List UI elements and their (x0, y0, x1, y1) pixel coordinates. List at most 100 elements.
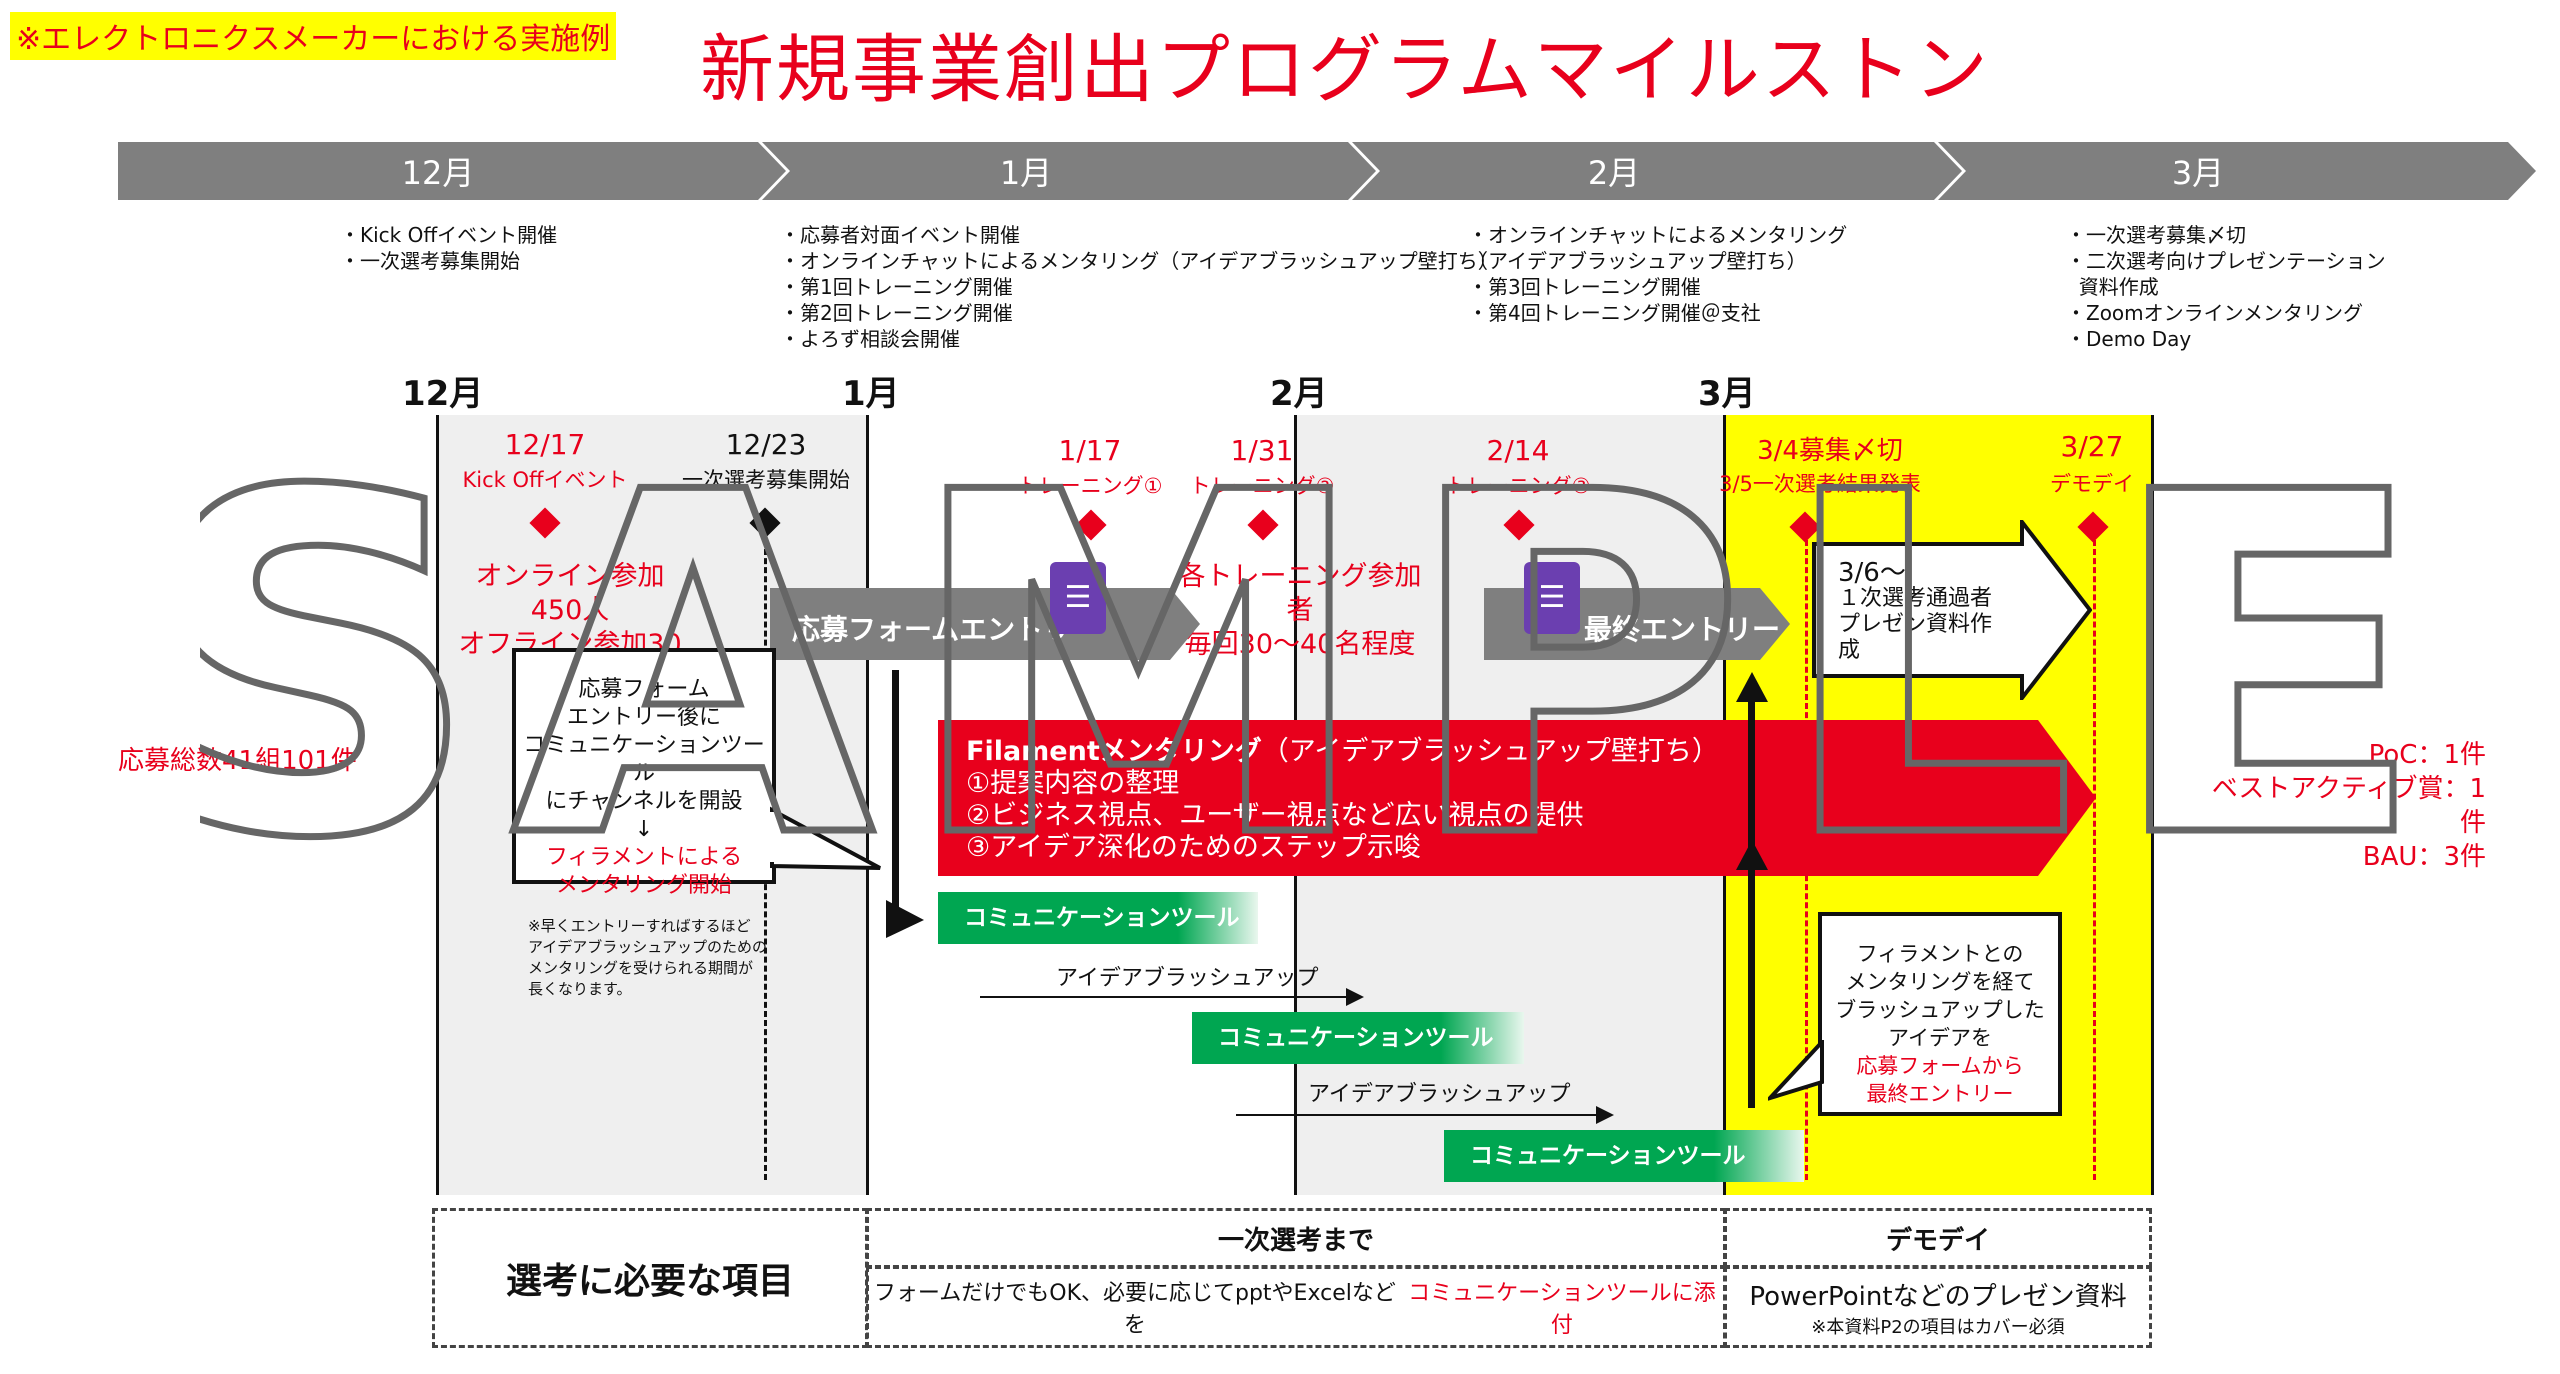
mentoring-subtitle: （アイデアブラッシュアップ壁打ち） (1261, 736, 1719, 767)
up-arrow-shaft (1748, 868, 1755, 1108)
callout-line: フィラメントとの (1856, 942, 2024, 966)
online-count: オンライン参加450人 (475, 561, 665, 626)
comm-tool-bar: コミュニケーションツール (1444, 1130, 1804, 1182)
table-right-header: デモデイ (1724, 1208, 2152, 1268)
month-desc-jan: ・応募者対面イベント開催 ・オンラインチャットによるメンタリング（アイデアブラッ… (780, 223, 1498, 351)
mentoring-item: ②ビジネス視点、ユーザー視点など広い視点の提供 (966, 800, 1584, 831)
event-0131-date: 1/31 (1230, 434, 1294, 467)
month-chevron-feb: 2月 (1587, 154, 1641, 192)
black-arrow-shaft (892, 670, 899, 910)
mentoring-item: ③アイデア深化のためのステップ示唆 (966, 832, 1421, 863)
mentoring-title: Filamentメンタリング (966, 736, 1262, 767)
timeline-header-jan: 1月 (842, 374, 900, 414)
training-attendees-count: 毎回30～40名程度 (1184, 629, 1416, 660)
post-selection-line: 成 (1838, 638, 1861, 663)
awards-list: PoC：1件 ベストアクティブ賞：1件 BAU：3件 (2196, 738, 2486, 874)
example-note: ※エレクトロニクスメーカーにおける実施例 (10, 12, 617, 60)
month-chevron-mar: 3月 (2171, 154, 2225, 192)
table-mid-body: フォームだけでもOK、必要に応じてpptやExcelなどをコミュニケーションツー… (866, 1266, 1726, 1348)
early-entry-note: ※早くエントリーすればするほど アイデアブラッシュアップのための メンタリングを… (528, 917, 767, 998)
form-document-icon: ☰ (1050, 562, 1106, 634)
callout-line: 最終エントリー (1866, 1082, 2014, 1106)
callout-arrow-glyph: ↓ (634, 817, 654, 842)
entry-callout: 応募フォーム エントリー後に コミュニケーションツール にチャンネルを開設 ↓ … (512, 648, 776, 898)
table-left-title: 選考に必要な項目 (432, 1208, 868, 1348)
table-mid-header: 一次選考まで (866, 1208, 1726, 1268)
page-title: 新規事業創出プログラムマイルストン (700, 27, 1990, 113)
entry-form-label: 応募フォームエントリー (792, 613, 1100, 646)
event-0304-label: 3/5一次選考結果発表 (1719, 472, 1921, 496)
table-mid-text-red: コミュニケーションツールに添付 (1408, 1281, 1716, 1338)
post-selection-text: 3/6～ １次選考通過者 プレゼン資料作 成 (1838, 560, 1992, 664)
month-desc-feb: ・オンラインチャットによるメンタリング （アイデアブラッシュアップ壁打ち） ・第… (1468, 223, 1848, 325)
callout-line: にチャンネルを開設 (545, 789, 743, 814)
event-0304-date: 3/4募集〆切 (1757, 436, 1903, 466)
month-divider (2151, 415, 2154, 1195)
callout-line: メンタリング開始 (555, 873, 732, 898)
timeline-header-mar: 3月 (1698, 374, 1756, 414)
idea-brushup-label: アイデアブラッシュアップ (1308, 1082, 1571, 1107)
callout-line: ブラッシュアップした (1835, 998, 2045, 1022)
callout-line: メンタリングを経て (1845, 970, 2035, 994)
callout-line: 応募フォーム (578, 677, 710, 702)
event-0214-date: 2/14 (1486, 434, 1550, 467)
mentoring-text: Filamentメンタリング（アイデアブラッシュアップ壁打ち） ①提案内容の整理… (966, 736, 1719, 864)
mentoring-item: ①提案内容の整理 (966, 768, 1180, 799)
final-entry-label: 最終エントリー (1584, 613, 1781, 646)
event-1217-date: 12/17 (504, 428, 586, 461)
post-selection-line: １次選考通過者 (1838, 586, 1993, 611)
up-arrow-head (1736, 840, 1768, 870)
up-arrow-head (1736, 672, 1768, 702)
callout-line: コミュニケーションツール (523, 733, 765, 786)
training-attendees-label: 各トレーニング参加者 (1178, 561, 1422, 626)
idea-arrow-head (1596, 1106, 1614, 1124)
event-0117-date: 1/17 (1058, 434, 1122, 467)
event-0327-date: 3/27 (2060, 430, 2124, 463)
month-chevron-bar (118, 142, 2536, 200)
timeline-header-dec: 12月 (402, 374, 484, 414)
post-selection-arrow (1812, 520, 2092, 700)
black-arrow-head (886, 900, 924, 938)
idea-arrow-head (1346, 988, 1364, 1006)
table-right-note: ※本資料P2の項目はカバー必須 (1811, 1316, 2065, 1338)
comm-tool-bar: コミュニケーションツール (1192, 1012, 1524, 1064)
idea-arrow-line (980, 996, 1350, 998)
callout-line: アイデアを (1888, 1026, 1992, 1050)
event-1223-label: 一次選考募集開始 (682, 468, 850, 492)
month-chevron-jan: 1月 (999, 154, 1053, 192)
post-selection-date: 3/6～ (1838, 558, 1906, 588)
callout-tail (770, 806, 881, 870)
mentoring-arrow (938, 720, 2096, 876)
month-chevron-dec: 12月 (401, 154, 475, 192)
month-divider (436, 415, 439, 1195)
month-desc-mar: ・一次選考募集〆切 ・二次選考向けプレゼンテーション 資料作成 ・Zoomオンラ… (2066, 223, 2386, 351)
training-participation: 各トレーニング参加者 毎回30～40名程度 (1170, 560, 1430, 662)
callout-tail (1768, 1040, 1824, 1101)
form-document-icon: ☰ (1524, 562, 1580, 634)
award-best-active: ベストアクティブ賞：1件 (2211, 774, 2486, 838)
event-0327-label: デモデイ (2050, 472, 2134, 496)
event-0131-label: トレーニング② (1189, 474, 1335, 498)
table-right-text: PowerPointなどのプレゼン資料 (1749, 1281, 2127, 1312)
final-entry-callout: フィラメントとの メンタリングを経て ブラッシュアップした アイデアを 応募フォ… (1818, 912, 2062, 1116)
callout-line: 応募フォームから (1856, 1054, 2024, 1078)
timeline-header-feb: 2月 (1270, 374, 1328, 414)
month-divider (866, 415, 869, 1195)
award-bau: BAU：3件 (2362, 842, 2486, 872)
comm-tool-bar: コミュニケーションツール (938, 892, 1258, 944)
event-1223-date: 12/23 (725, 428, 807, 461)
event-0117-label: トレーニング① (1017, 474, 1163, 498)
milestone-line-0327 (2093, 540, 2096, 1180)
callout-line: フィラメントによる (545, 845, 743, 870)
table-mid-text: フォームだけでもOK、必要に応じてpptやExcelなどを (873, 1281, 1396, 1338)
month-desc-dec: ・Kick Offイベント開催 ・一次選考募集開始 (340, 223, 558, 273)
idea-arrow-line (1236, 1114, 1600, 1116)
event-0214-label: トレーニング③ (1445, 474, 1591, 498)
table-right-body: PowerPointなどのプレゼン資料 ※本資料P2の項目はカバー必須 (1724, 1266, 2152, 1348)
post-selection-line: プレゼン資料作 (1838, 612, 1993, 637)
total-applications: 応募総数41組101件 (118, 746, 357, 776)
award-poc: PoC：1件 (2368, 740, 2486, 770)
callout-line: エントリー後に (566, 705, 721, 730)
idea-brushup-label: アイデアブラッシュアップ (1056, 966, 1319, 991)
event-1217-label: Kick Offイベント (462, 468, 628, 492)
